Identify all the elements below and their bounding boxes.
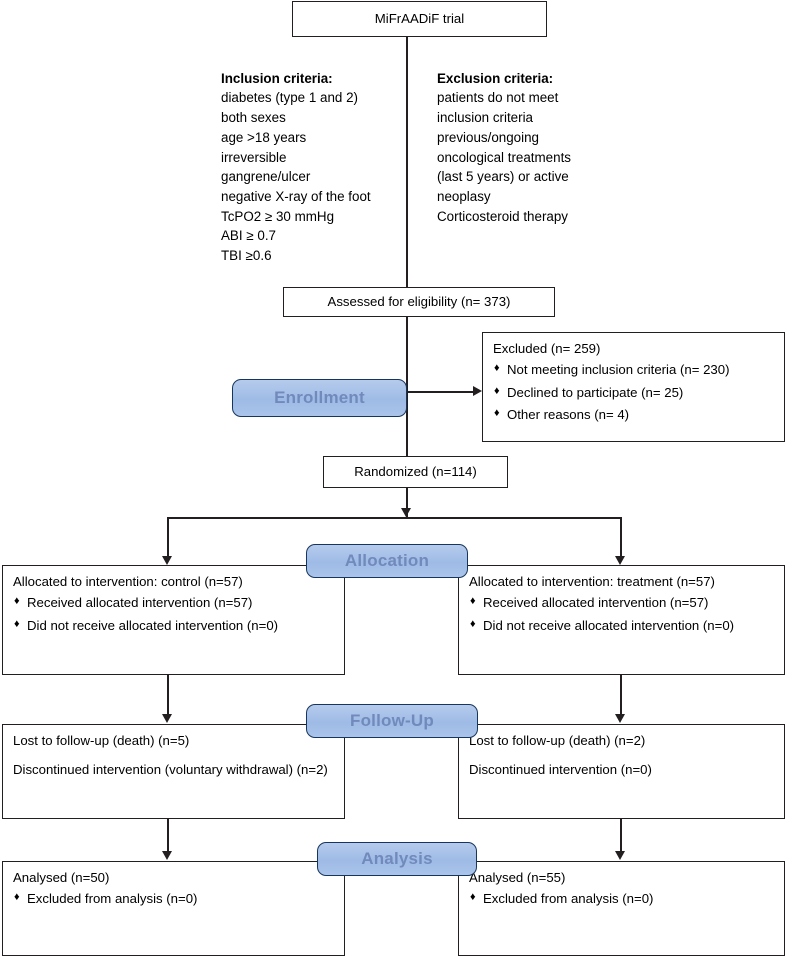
stage-badge-analysis: Analysis xyxy=(317,842,477,876)
exclusion-criteria-heading: Exclusion criteria: xyxy=(437,70,554,86)
spacer xyxy=(469,749,775,761)
arrow-analysis-left xyxy=(162,851,172,860)
allocation-box-control: Allocated to intervention: control (n=57… xyxy=(2,565,345,675)
list-item: ♦ Excluded from analysis (n=0) xyxy=(469,890,775,907)
analysis-box-control: Analysed (n=50) ♦ Excluded from analysis … xyxy=(2,861,345,956)
spacer xyxy=(13,749,335,761)
allocation-control-list: ♦Received allocated intervention (n=57) … xyxy=(13,594,335,634)
assessed-for-eligibility-label: Assessed for eligibility (n= 373) xyxy=(327,294,511,310)
allocation-treatment-item-label: Received allocated intervention (n=57) xyxy=(483,595,709,611)
excluded-reason-label: Other reasons (n= 4) xyxy=(507,407,630,423)
list-item: ♦ Declined to participate (n= 25) xyxy=(493,384,775,401)
diamond-bullet-icon: ♦ xyxy=(494,407,500,420)
diamond-bullet-icon: ♦ xyxy=(494,362,500,375)
diamond-bullet-icon: ♦ xyxy=(494,384,500,397)
diamond-bullet-icon: ♦ xyxy=(470,617,476,630)
list-item: ♦ Did not receive allocated intervention … xyxy=(469,617,775,634)
exclusion-criteria-items: patients do not meet inclusion criteria … xyxy=(437,90,571,224)
diamond-bullet-icon: ♦ xyxy=(14,891,20,904)
list-item: ♦ Received allocated intervention (n=57) xyxy=(13,594,335,611)
arrow-allocation-center xyxy=(401,508,411,517)
inclusion-criteria: Inclusion criteria: diabetes (type 1 and … xyxy=(221,49,416,266)
diamond-bullet-icon: ♦ xyxy=(14,595,20,608)
arrow-allocation-left xyxy=(162,556,172,565)
list-item: ♦ Received allocated intervention (n=57) xyxy=(469,594,775,611)
diamond-bullet-icon: ♦ xyxy=(470,891,476,904)
analysis-control-item-label: Excluded from analysis (n=0) xyxy=(27,891,198,907)
stage-badge-allocation: Allocation xyxy=(306,544,468,578)
stage-badge-allocation-label: Allocation xyxy=(344,551,430,570)
analysis-treatment-list: ♦ Excluded from analysis (n=0) xyxy=(469,890,775,907)
allocation-box-treatment: Allocated to intervention: treatment (n=… xyxy=(458,565,785,675)
allocation-treatment-list: ♦Received allocated intervention (n=57) … xyxy=(469,594,775,634)
stage-badge-enrollment-label: Enrollment xyxy=(274,388,365,407)
excluded-box: Excluded (n= 259) ♦ Not meeting inclusion… xyxy=(482,332,785,442)
list-item: ♦ Excluded from analysis (n=0) xyxy=(13,890,335,907)
list-item: ♦ Not meeting inclusion criteria (n= 230) xyxy=(493,361,775,378)
connector-followup-right-to-analysis xyxy=(620,819,622,854)
analysis-treatment-item-label: Excluded from analysis (n=0) xyxy=(483,891,654,907)
list-item: ♦ Other reasons (n= 4) xyxy=(493,406,775,423)
connector-allocation-right-to-followup xyxy=(620,675,622,717)
arrow-to-excluded-box xyxy=(473,386,482,396)
assessed-for-eligibility-box: Assessed for eligibility (n= 373) xyxy=(283,287,555,317)
analysis-box-treatment: Analysed (n=55) ♦ Excluded from analysis … xyxy=(458,861,785,956)
arrow-followup-left xyxy=(162,714,172,723)
connector-followup-left-to-analysis xyxy=(167,819,169,854)
excluded-reason-label: Declined to participate (n= 25) xyxy=(507,384,684,400)
arrow-analysis-right xyxy=(615,851,625,860)
allocation-control-title: Allocated to intervention: control (n=57… xyxy=(13,574,243,589)
stage-badge-followup-label: Follow-Up xyxy=(350,711,434,730)
analysis-treatment-title: Analysed (n=55) xyxy=(469,870,566,885)
excluded-title: Excluded (n= 259) xyxy=(493,341,601,356)
trial-title: MiFrAADiF trial xyxy=(374,11,465,27)
followup-treatment-lost: Lost to follow-up (death) (n=2) xyxy=(469,733,646,748)
inclusion-criteria-heading: Inclusion criteria: xyxy=(221,70,333,86)
allocation-control-item-label: Received allocated intervention (n=57) xyxy=(27,595,253,611)
followup-control-discontinued: Discontinued intervention (voluntary wit… xyxy=(13,762,328,778)
allocation-treatment-title: Allocated to intervention: treatment (n=… xyxy=(469,574,715,589)
arrow-allocation-right xyxy=(615,556,625,565)
connector-split-right-down xyxy=(620,517,622,559)
stage-badge-followup: Follow-Up xyxy=(306,704,478,738)
connector-randomized-down xyxy=(406,488,408,518)
followup-box-control: Lost to follow-up (death) (n=5) Disconti… xyxy=(2,724,345,819)
randomized-box: Randomized (n=114) xyxy=(323,456,508,488)
connector-split-left-down xyxy=(167,517,169,559)
stage-badge-analysis-label: Analysis xyxy=(361,849,433,868)
followup-treatment-discontinued: Discontinued intervention (n=0) xyxy=(469,762,652,778)
connector-to-excluded-box xyxy=(406,391,473,393)
followup-box-treatment: Lost to follow-up (death) (n=2) Disconti… xyxy=(458,724,785,819)
connector-allocation-left-to-followup xyxy=(167,675,169,717)
excluded-reason-label: Not meeting inclusion criteria (n= 230) xyxy=(507,362,730,378)
list-item: ♦ Did not receive allocated intervention … xyxy=(13,617,335,634)
connector-split-bar xyxy=(167,517,621,519)
exclusion-criteria: Exclusion criteria: patients do not meet … xyxy=(437,49,642,226)
diamond-bullet-icon: ♦ xyxy=(470,595,476,608)
analysis-control-list: ♦ Excluded from analysis (n=0) xyxy=(13,890,335,907)
randomized-label: Randomized (n=114) xyxy=(354,464,477,480)
allocation-control-item-label: Did not receive allocated intervention (… xyxy=(27,617,279,633)
diamond-bullet-icon: ♦ xyxy=(14,617,20,630)
excluded-reasons-list: ♦ Not meeting inclusion criteria (n= 230)… xyxy=(493,361,775,423)
allocation-treatment-item-label: Did not receive allocated intervention (… xyxy=(483,617,735,633)
stage-badge-enrollment: Enrollment xyxy=(232,379,407,417)
followup-control-lost: Lost to follow-up (death) (n=5) xyxy=(13,733,190,748)
arrow-followup-right xyxy=(615,714,625,723)
connector-title-to-assessed xyxy=(406,37,408,287)
trial-title-box: MiFrAADiF trial xyxy=(292,1,547,37)
analysis-control-title: Analysed (n=50) xyxy=(13,870,110,885)
inclusion-criteria-items: diabetes (type 1 and 2) both sexes age >… xyxy=(221,90,371,264)
